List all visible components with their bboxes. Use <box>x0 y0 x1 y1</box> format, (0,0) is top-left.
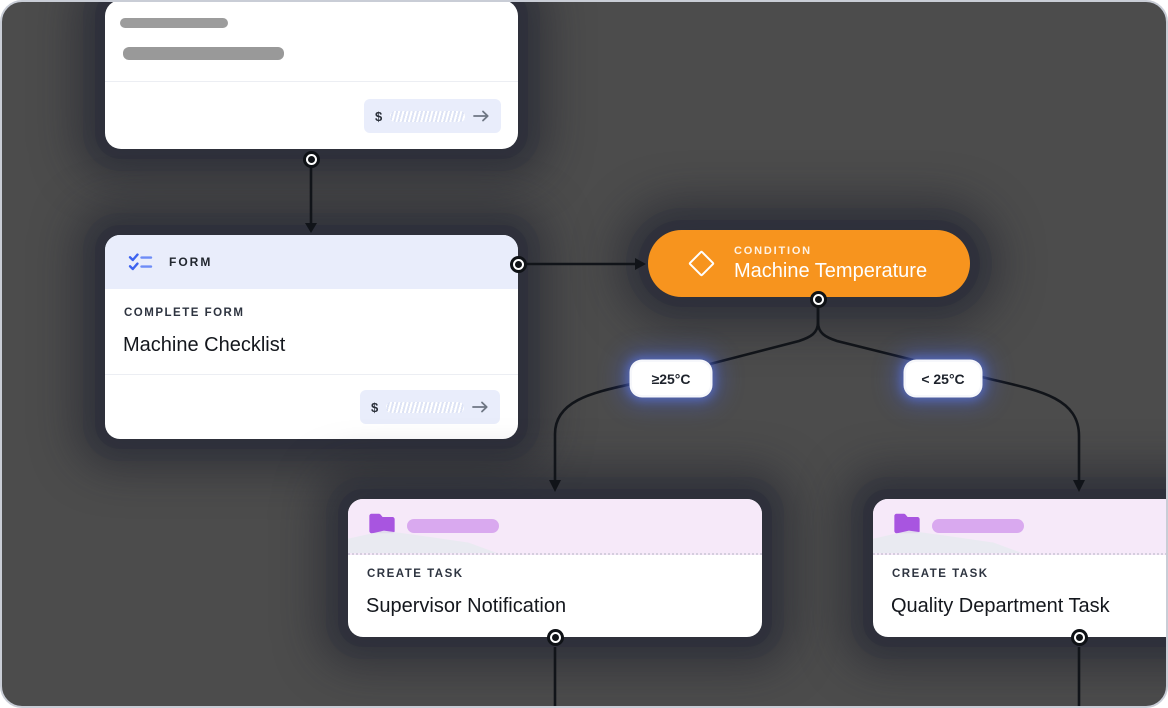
task-step-label: CREATE TASK <box>892 568 989 580</box>
form-card-header: FORM <box>105 235 518 289</box>
task-step-label: CREATE TASK <box>367 568 464 580</box>
port-form-right[interactable] <box>510 256 527 273</box>
branch-label-gte-25[interactable]: ≥25°C <box>632 362 710 395</box>
currency-symbol: $ <box>371 399 379 415</box>
payment-field[interactable]: $ <box>360 390 500 424</box>
placeholder-text-bar <box>932 519 1024 533</box>
port-quality-bottom[interactable] <box>1071 629 1088 646</box>
form-type-label: FORM <box>169 255 213 269</box>
card-divider <box>105 81 518 82</box>
arrowhead-down-right-task <box>1073 480 1085 492</box>
arrowhead-down-left-task <box>549 480 561 492</box>
arrow-right-icon[interactable] <box>472 401 489 413</box>
arrowhead-right-condition <box>635 258 646 270</box>
folder-icon <box>894 513 920 534</box>
checklist-icon <box>128 253 153 271</box>
placeholder-text-bar <box>123 47 284 60</box>
task-card-header <box>873 499 1166 555</box>
task-card-quality[interactable]: CREATE TASK Quality Department Task <box>873 499 1166 637</box>
condition-node[interactable]: CONDITION Machine Temperature <box>648 230 970 297</box>
arrow-right-icon[interactable] <box>473 110 490 122</box>
amount-placeholder[interactable] <box>386 401 464 413</box>
arrowhead-down-form <box>305 223 317 233</box>
task-title: Supervisor Notification <box>366 595 567 617</box>
currency-symbol: $ <box>375 108 383 124</box>
diamond-icon <box>688 250 715 277</box>
port-supervisor-bottom[interactable] <box>547 629 564 646</box>
folder-icon <box>369 513 395 534</box>
task-card-header <box>348 499 762 555</box>
payment-field[interactable]: $ <box>364 99 501 133</box>
port-trigger-bottom[interactable] <box>303 151 320 168</box>
trigger-card[interactable]: $ <box>105 2 518 149</box>
form-card[interactable]: FORM COMPLETE FORM Machine Checklist $ <box>105 235 518 439</box>
branch-label-lt-25[interactable]: < 25°C <box>906 362 980 395</box>
port-condition-bottom[interactable] <box>810 291 827 308</box>
form-title: Machine Checklist <box>123 334 286 356</box>
amount-placeholder[interactable] <box>390 110 465 122</box>
placeholder-text-bar <box>407 519 499 533</box>
task-title: Quality Department Task <box>891 595 1110 617</box>
placeholder-text-bar <box>120 18 228 28</box>
condition-title: Machine Temperature <box>734 259 928 282</box>
task-card-supervisor[interactable]: CREATE TASK Supervisor Notification <box>348 499 762 637</box>
condition-type-label: CONDITION <box>734 244 812 257</box>
card-divider <box>105 374 518 375</box>
form-step-label: COMPLETE FORM <box>124 307 245 319</box>
